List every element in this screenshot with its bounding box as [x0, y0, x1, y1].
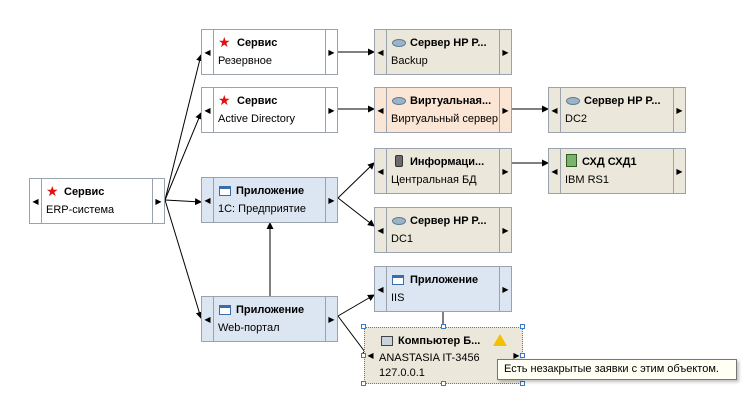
edge-1c-info	[337, 162, 375, 199]
expand-left-button[interactable]: ◀	[202, 30, 214, 74]
edge-erp-reserve	[164, 54, 203, 201]
expand-right-button[interactable]: ▶	[673, 149, 685, 193]
node-app-1c[interactable]: ◀ Приложение 1С: Предприятие ▶	[201, 177, 338, 223]
warning-icon[interactable]	[493, 334, 507, 346]
node-subtitle: Резервное	[218, 55, 273, 67]
node-title: СХД СХД1	[582, 156, 637, 168]
node-service-ad[interactable]: ◀ ★ Сервис Active Directory ▶	[201, 87, 338, 133]
expand-right-button[interactable]: ▶	[325, 30, 337, 74]
node-subtitle-ip: 127.0.0.1	[379, 367, 425, 379]
edge-erp-1c	[164, 198, 202, 206]
expand-right-button[interactable]: ▶	[499, 88, 511, 132]
expand-left-button[interactable]: ◀	[375, 88, 387, 132]
node-subtitle: ERP-система	[46, 204, 115, 216]
node-title: Сервис	[237, 95, 278, 107]
resize-handle[interactable]	[441, 381, 446, 386]
expand-left-button[interactable]: ◀	[375, 30, 387, 74]
expand-right-button[interactable]: ▶	[325, 297, 337, 341]
node-database-central[interactable]: ◀ Информаци... Центральная БД ▶	[374, 148, 512, 194]
node-server-dc1[interactable]: ◀ Сервер HP P... DC1 ▶	[374, 207, 512, 253]
edge-erp-ad	[164, 112, 202, 201]
server-icon	[392, 217, 406, 225]
edge-web-pc	[337, 315, 369, 357]
expand-left-button[interactable]: ◀	[202, 297, 214, 341]
expand-right-button[interactable]: ▶	[325, 178, 337, 222]
server-icon	[566, 97, 580, 105]
resize-handle[interactable]	[441, 324, 446, 329]
node-title: Приложение	[236, 304, 305, 316]
node-service-reserve[interactable]: ◀ ★ Сервис Резервное ▶	[201, 29, 338, 75]
expand-left-button[interactable]: ◀	[375, 208, 387, 252]
window-icon	[392, 275, 404, 285]
expand-right-button[interactable]: ▶	[152, 179, 164, 223]
star-icon: ★	[46, 183, 59, 199]
computer-icon	[381, 336, 393, 346]
node-title: Компьютер Б...	[398, 335, 481, 347]
node-title: Сервер HP P...	[410, 37, 487, 49]
node-subtitle: IBM RS1	[565, 174, 610, 186]
server-icon	[392, 39, 406, 47]
storage-icon	[566, 154, 577, 167]
window-icon	[219, 186, 231, 196]
node-subtitle: ANASTASIA IT-3456	[379, 352, 480, 364]
resize-handle[interactable]	[520, 381, 525, 386]
resize-handle[interactable]	[361, 353, 366, 358]
node-subtitle: 1С: Предприятие	[218, 203, 306, 215]
expand-left-button[interactable]: ◀	[549, 149, 561, 193]
star-icon: ★	[218, 34, 231, 50]
warning-tooltip: Есть незакрытые заявки с этим объектом.	[497, 359, 737, 380]
expand-right-button[interactable]: ▶	[513, 351, 520, 360]
node-subtitle: DC2	[565, 113, 588, 125]
resize-handle[interactable]	[520, 353, 525, 358]
expand-right-button[interactable]: ▶	[499, 30, 511, 74]
node-subtitle: Виртуальный сервер	[391, 113, 499, 125]
edge-erp-web	[164, 199, 203, 319]
node-title: Сервер HP P...	[410, 215, 487, 227]
edge-1c-dc1	[337, 197, 375, 227]
node-server-backup[interactable]: ◀ Сервер HP P... Backup ▶	[374, 29, 512, 75]
node-service-erp[interactable]: ◀ ★ Сервис ERP-система ▶	[29, 178, 165, 224]
resize-handle[interactable]	[361, 381, 366, 386]
node-subtitle: Центральная БД	[391, 174, 477, 186]
node-subtitle: IIS	[391, 292, 405, 304]
node-subtitle: Web-портал	[218, 322, 280, 334]
node-subtitle: Active Directory	[218, 113, 296, 125]
node-title: Приложение	[236, 185, 305, 197]
window-icon	[219, 305, 231, 315]
node-title: Приложение	[410, 274, 479, 286]
node-title: Сервис	[237, 37, 278, 49]
database-icon	[395, 155, 403, 167]
node-app-iis[interactable]: ◀ Приложение IIS ▶	[374, 266, 512, 312]
node-subtitle: DC1	[391, 233, 414, 245]
node-title: Информаци...	[410, 156, 485, 168]
expand-right-button[interactable]: ▶	[673, 88, 685, 132]
expand-left-button[interactable]: ◀	[375, 267, 387, 311]
server-icon	[392, 97, 406, 105]
node-app-web[interactable]: ◀ Приложение Web-портал ▶	[201, 296, 338, 342]
expand-right-button[interactable]: ▶	[499, 267, 511, 311]
node-title: Сервис	[64, 186, 105, 198]
node-title: Сервер HP P...	[584, 95, 661, 107]
node-title: Виртуальная...	[410, 95, 492, 107]
star-icon: ★	[218, 92, 231, 108]
expand-left-button[interactable]: ◀	[375, 149, 387, 193]
node-server-dc2[interactable]: ◀ Сервер HP P... DC2 ▶	[548, 87, 686, 133]
resize-handle[interactable]	[520, 324, 525, 329]
resize-handle[interactable]	[361, 324, 366, 329]
expand-right-button[interactable]: ▶	[499, 208, 511, 252]
node-virtual-server[interactable]: ◀ Виртуальная... Виртуальный сервер ▶	[374, 87, 512, 133]
expand-left-button[interactable]: ◀	[202, 178, 214, 222]
expand-left-button[interactable]: ◀	[549, 88, 561, 132]
expand-right-button[interactable]: ▶	[325, 88, 337, 132]
edge-web-iis	[337, 294, 375, 317]
expand-left-button[interactable]: ◀	[30, 179, 42, 223]
expand-right-button[interactable]: ▶	[499, 149, 511, 193]
expand-left-button[interactable]: ◀	[202, 88, 214, 132]
expand-left-button[interactable]: ◀	[367, 351, 374, 360]
node-storage-shd1[interactable]: ◀ СХД СХД1 IBM RS1 ▶	[548, 148, 686, 194]
node-subtitle: Backup	[391, 55, 428, 67]
